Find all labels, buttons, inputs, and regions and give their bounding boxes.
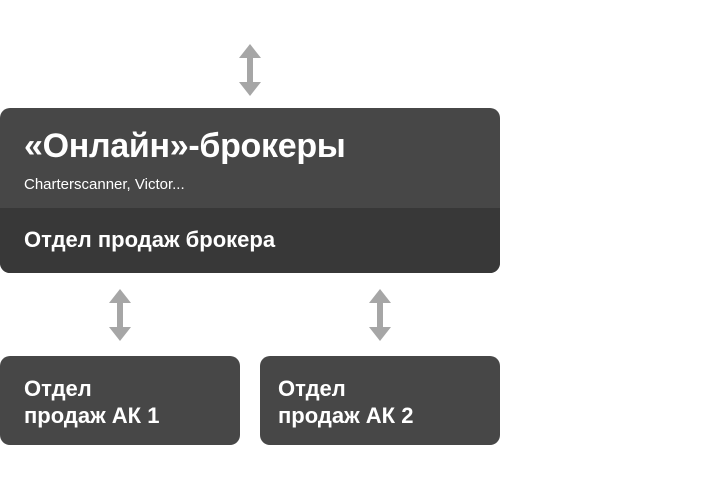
online-brokers-header: «Онлайн»-брокеры Charterscanner, Victor.…	[0, 108, 500, 208]
left-connector-arrow-icon	[108, 289, 132, 341]
online-brokers-block: «Онлайн»-брокеры Charterscanner, Victor.…	[0, 108, 500, 273]
right-connector-arrow-icon	[368, 289, 392, 341]
ak2-label-line2: продаж АК 2	[278, 403, 414, 428]
airline-sales-department-2-block: Отдел продаж АК 2	[260, 356, 500, 445]
ak2-label-line1: Отдел	[278, 376, 346, 401]
airline-sales-department-2-label: Отдел продаж АК 2	[278, 375, 413, 429]
online-brokers-examples: Charterscanner, Victor...	[24, 176, 185, 193]
broker-sales-department-section: Отдел продаж брокера	[0, 208, 500, 273]
airline-sales-department-1-block: Отдел продаж АК 1	[0, 356, 240, 445]
online-brokers-title: «Онлайн»-брокеры	[24, 127, 346, 165]
airline-sales-department-1-label: Отдел продаж АК 1	[24, 375, 159, 429]
ak1-label-line1: Отдел	[24, 376, 92, 401]
top-connector-arrow-icon	[238, 44, 262, 96]
ak1-label-line2: продаж АК 1	[24, 403, 160, 428]
broker-sales-department-label: Отдел продаж брокера	[24, 227, 276, 252]
